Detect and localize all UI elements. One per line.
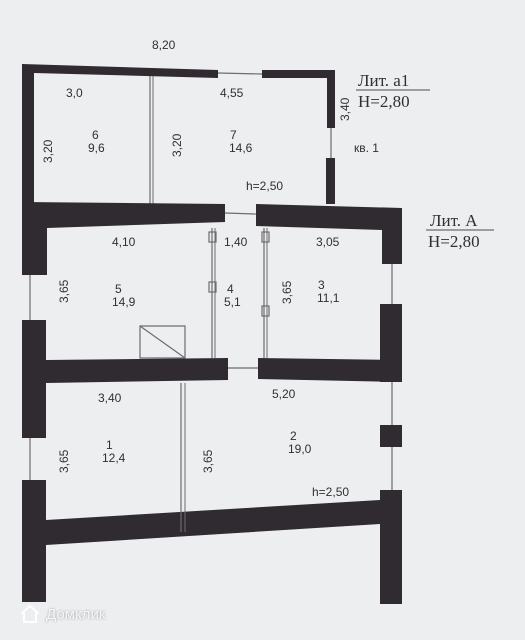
room-2-number: 2 [290,429,297,443]
upper-cross-wall-right [256,204,402,264]
annex-top-wall-right [262,70,335,128]
room-5-number: 5 [115,282,122,296]
main-lit-label: Лит. А [430,211,478,230]
annex-lit-label: Лит. а1 [358,71,409,90]
watermark-text: Домклик [46,605,106,623]
middle-cross-wall-right [258,358,402,382]
watermark: Домклик [20,604,105,624]
room-6-area: 9,6 [88,141,105,155]
room-4-width: 1,40 [224,235,248,249]
domclick-logo-icon [21,605,39,623]
room-4-area: 5,1 [224,295,241,309]
room-6-number: 6 [92,128,99,142]
room-2-area: 19,0 [288,442,312,456]
annex-window-top [217,72,263,75]
room-7-number: 7 [230,128,237,142]
room-5-height: 3,65 [57,279,71,303]
main-height-label: H=2,80 [428,232,480,251]
annex-height-label: H=2,80 [358,92,410,111]
top-total-width: 8,20 [152,38,176,52]
left-wall-bottom [22,480,46,602]
middle-cross-wall-left [46,358,228,383]
main-room-height: h=2,50 [312,485,349,499]
room-5-width: 4,10 [112,235,136,249]
bottom-wall [46,500,380,545]
room-3-number: 3 [318,278,325,292]
room-1-area: 12,4 [102,451,126,465]
room-7-width: 4,55 [220,86,244,100]
annex-top-wall-left [22,64,218,210]
door-marker-lower-left [208,281,217,293]
apartment-label: кв. 1 [354,141,379,155]
door-4-top [224,212,257,215]
annex-room-height: h=2,50 [246,179,283,193]
annex-right-height: 3,40 [338,97,352,121]
right-wall-block [380,425,402,447]
room-1-height: 3,65 [57,449,71,473]
room-3-area: 11,1 [317,291,340,305]
room-2-width: 5,20 [272,387,296,401]
left-wall-mid [22,320,46,438]
room-7-height: 3,20 [170,133,184,157]
room-3-height: 3,65 [280,280,294,304]
room-3-width: 3,05 [316,235,340,249]
room-2-height: 3,65 [201,449,215,473]
right-wall-bottom [380,490,402,604]
door-marker-upper-left [208,231,217,243]
room-1-number: 1 [106,438,113,452]
door-marker-lower-right [261,305,270,317]
annex-right-wall-lower [326,158,335,204]
room-7-area: 14,6 [229,141,253,155]
stove-diagonal [139,325,186,359]
room-6-height: 3,20 [41,139,55,163]
door-marker-upper-right [261,231,270,243]
room-1-width: 3,40 [98,391,122,405]
room-5-area: 14,9 [112,295,136,309]
room-6-width: 3,0 [66,86,83,100]
upper-cross-wall-left [22,202,225,275]
right-wall-mid [380,304,402,382]
room-4-number: 4 [227,282,234,296]
